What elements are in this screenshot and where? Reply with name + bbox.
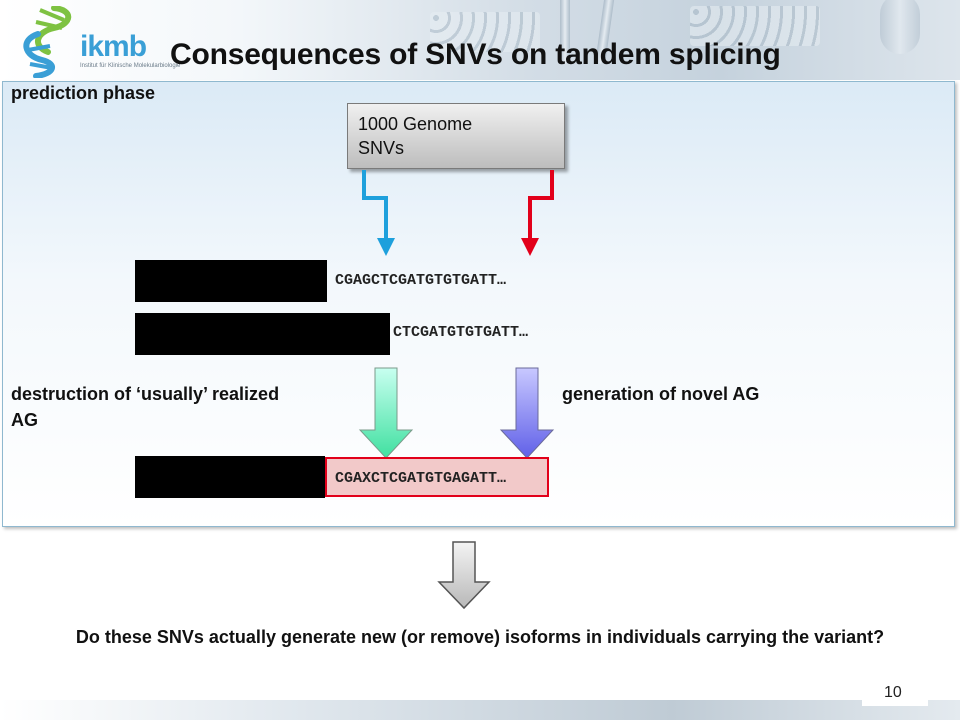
slide-title: Consequences of SNVs on tandem splicing — [170, 38, 781, 71]
variant-highlight-box — [325, 457, 549, 497]
generation-arrow — [499, 367, 555, 459]
logo-text: ikmb — [80, 30, 147, 63]
destruction-arrow — [358, 367, 414, 459]
logo-subtext: Institut für Klinische Molekularbiologie — [80, 63, 181, 69]
header-banner — [0, 0, 960, 80]
phase-label: prediction phase — [11, 83, 156, 103]
dna-helix-icon — [23, 5, 72, 79]
footer-banner — [0, 700, 960, 720]
footer-gap — [862, 700, 928, 706]
sequence-row-2: CTCGATGTGTGATT… — [393, 324, 529, 341]
sequence-row-1: CGAGCTCGATGTGTGATT… — [335, 272, 507, 289]
blue-connector-arrow — [362, 170, 395, 256]
sequence-row-3: CGAXCTCGATGTGAGATT… — [335, 470, 507, 487]
research-question: Do these SNVs actually generate new (or … — [75, 627, 885, 647]
slide-number: 10 — [884, 684, 902, 701]
genome-snv-box: 1000 Genome SNVs — [347, 103, 565, 169]
red-connector-arrow — [521, 170, 554, 256]
redacted-sequence-2 — [135, 313, 390, 355]
redacted-sequence-3 — [135, 456, 325, 498]
redacted-sequence-1 — [135, 260, 327, 302]
ikmb-logo: ikmb Institut für Klinische Molekularbio… — [14, 5, 214, 79]
result-arrow — [437, 541, 491, 610]
destruction-label: destruction of ‘usually’ realized AG — [11, 384, 280, 430]
generation-label: generation of novel AG — [562, 384, 760, 404]
